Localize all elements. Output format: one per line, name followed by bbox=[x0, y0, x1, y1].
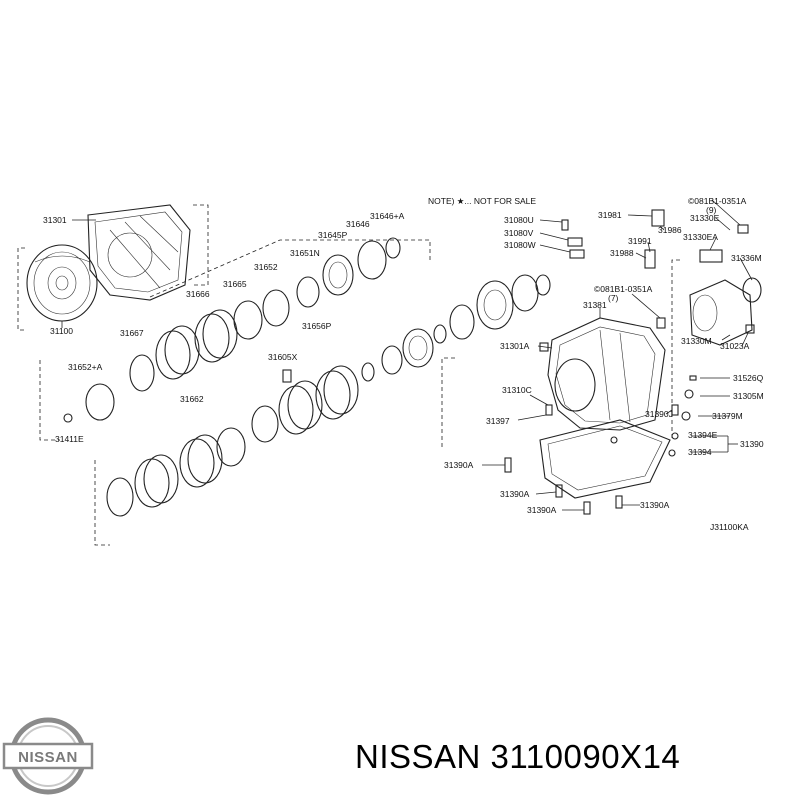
label-qty-7: (7) bbox=[608, 293, 619, 303]
transmission-case-icon bbox=[547, 317, 666, 431]
label-31023a: 31023A bbox=[720, 341, 750, 351]
oil-pan-icon bbox=[539, 419, 671, 499]
label-31652: 31652 bbox=[254, 262, 278, 272]
snap-ring-left-icon bbox=[63, 383, 115, 423]
label-31411e: 31411E bbox=[55, 434, 84, 444]
frame-bracket-lower bbox=[94, 460, 110, 546]
label-31390a-3: 31390A bbox=[527, 505, 557, 515]
label-31666: 31666 bbox=[186, 289, 210, 299]
frame-bracket-top bbox=[149, 239, 431, 298]
logo-wordmark: NISSAN bbox=[18, 749, 78, 766]
label-31390a-2: 31390A bbox=[500, 489, 530, 499]
label-31652a: 31652+A bbox=[68, 362, 103, 372]
label-081b1-0351a-7: ©081B1-0351A bbox=[594, 284, 653, 294]
label-31330m: 31330M bbox=[681, 336, 712, 346]
clutch-rings-upper-icon bbox=[129, 276, 320, 392]
nissan-logo-icon: NISSAN bbox=[2, 717, 94, 795]
clutch-rings-lower-icon bbox=[106, 427, 246, 517]
bearing-rings-center-icon bbox=[361, 274, 551, 382]
label-31397: 31397 bbox=[486, 416, 510, 426]
label-31310c: 31310C bbox=[502, 385, 532, 395]
label-31526q: 31526Q bbox=[733, 373, 764, 383]
label-31667: 31667 bbox=[120, 328, 144, 338]
product-title: NISSAN 3110090X14 bbox=[355, 738, 681, 775]
label-31390a-1: 31390A bbox=[444, 460, 474, 470]
label-31662: 31662 bbox=[180, 394, 204, 404]
label-31390j: 31390J bbox=[645, 409, 673, 419]
label-31656p: 31656P bbox=[302, 321, 332, 331]
label-qty-9: (9) bbox=[706, 205, 717, 215]
label-31394: 31394 bbox=[688, 447, 712, 457]
frame-bracket-case bbox=[441, 357, 455, 450]
label-31080v: 31080V bbox=[504, 228, 534, 238]
label-31646a: 31646+A bbox=[370, 211, 405, 221]
label-31986: 31986 bbox=[658, 225, 682, 235]
label-31080u: 31080U bbox=[504, 215, 534, 225]
label-31330e: 31330E bbox=[690, 213, 720, 223]
frame-bracket-housing bbox=[193, 204, 209, 286]
label-31646: 31646 bbox=[346, 219, 370, 229]
label-31301a: 31301A bbox=[500, 341, 530, 351]
clutch-rings-middle-icon bbox=[251, 365, 359, 443]
leader-lines bbox=[482, 199, 753, 511]
ring-31646-icon bbox=[357, 237, 401, 280]
label-31988: 31988 bbox=[610, 248, 634, 258]
label-081b1-0351a-9: ©081B1-0351A bbox=[688, 196, 747, 206]
label-31336m: 31336M bbox=[731, 253, 762, 263]
frame-bracket-converter bbox=[17, 247, 25, 331]
label-31645p: 31645P bbox=[318, 230, 348, 240]
note-text: NOTE) ★... NOT FOR SALE bbox=[428, 196, 536, 206]
label-31379m: 31379M bbox=[712, 411, 743, 421]
label-31305m: 31305M bbox=[733, 391, 764, 401]
label-31330ea: 31330EA bbox=[683, 232, 718, 242]
label-31100: 31100 bbox=[50, 326, 73, 336]
label-31390: 31390 bbox=[740, 439, 764, 449]
label-31991: 31991 bbox=[628, 236, 652, 246]
frame-bracket-right bbox=[671, 259, 680, 440]
label-31080w: 31080W bbox=[504, 240, 536, 250]
small-parts-icon bbox=[504, 209, 755, 515]
diagram-code: J31100KA bbox=[710, 522, 749, 532]
label-31651n: 31651N bbox=[290, 248, 320, 258]
label-31981: 31981 bbox=[598, 210, 622, 220]
extension-housing-icon bbox=[689, 277, 762, 346]
label-31390a-4: 31390A bbox=[640, 500, 670, 510]
label-31394e: 31394E bbox=[688, 430, 718, 440]
label-31381: 31381 bbox=[583, 300, 607, 310]
label-31665: 31665 bbox=[223, 279, 247, 289]
converter-housing-icon bbox=[87, 204, 191, 301]
torque-converter-icon bbox=[26, 244, 98, 322]
frame-bracket-left bbox=[39, 360, 60, 441]
label-31605x: 31605X bbox=[268, 352, 298, 362]
gear-31645p-icon bbox=[322, 254, 354, 296]
label-31301: 31301 bbox=[43, 215, 67, 225]
